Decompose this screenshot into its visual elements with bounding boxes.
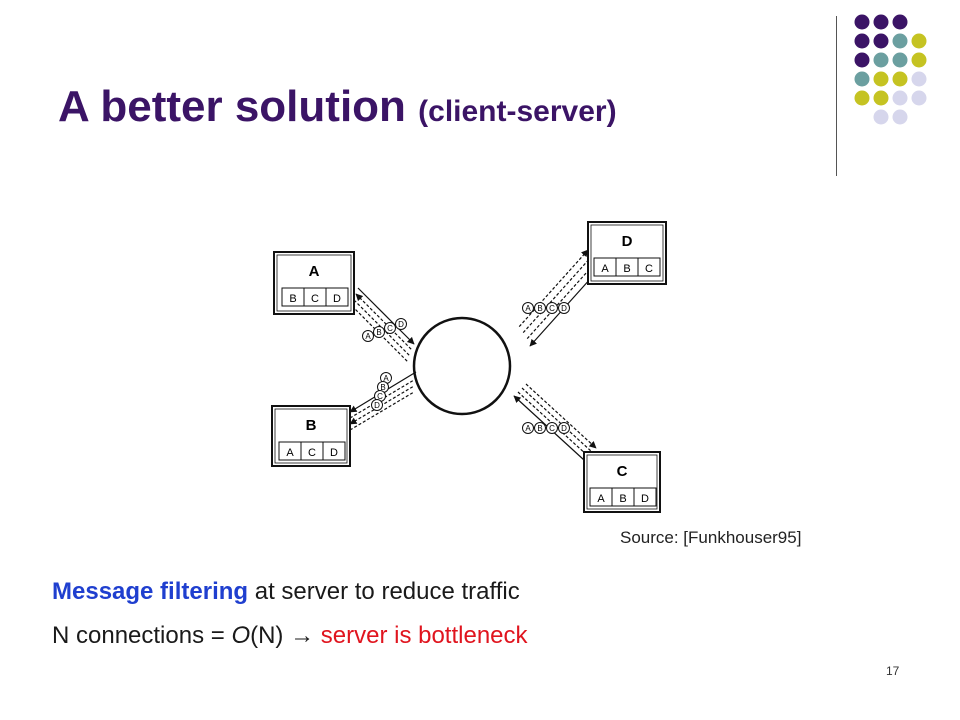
message-bubble-label: B: [537, 304, 542, 313]
connections-text: N connections =: [52, 622, 232, 649]
message-bubble: [522, 302, 534, 314]
message-bubble: [371, 399, 383, 411]
bottleneck-text: server is bottleneck: [314, 622, 528, 649]
message-filtering-rest: at server to reduce traffic: [248, 578, 520, 605]
message-bubble-label: D: [398, 320, 404, 329]
client-b-cell-1: A: [286, 447, 294, 459]
decorative-dot: [873, 90, 889, 106]
client-box-b: B A C D: [271, 405, 351, 467]
decorative-dot: [854, 52, 870, 68]
client-d-cell-1: A: [601, 263, 609, 275]
decorative-dot: [911, 71, 927, 87]
bullet-connections: N connections = O(N) → server is bottlen…: [52, 622, 528, 650]
big-o-symbol: O: [231, 622, 251, 649]
client-label-b: B: [306, 417, 317, 434]
message-bubble: [373, 326, 385, 338]
client-c-cell-1: A: [597, 493, 605, 505]
message-bubble-label: D: [561, 424, 567, 433]
decorative-dot: [892, 109, 908, 125]
decorative-dot: [911, 90, 927, 106]
decorative-dot: [854, 14, 870, 30]
client-label-d: D: [622, 233, 633, 250]
client-box-d: D A B C: [587, 221, 667, 285]
message-bubble: [558, 422, 570, 434]
decorative-dot: [911, 52, 927, 68]
message-bubble-label: B: [537, 424, 542, 433]
connection-lines: [349, 249, 601, 461]
message-bubble: [558, 302, 570, 314]
decorative-dot: [873, 71, 889, 87]
message-bubble: [546, 302, 558, 314]
message-bubble-label: C: [377, 392, 383, 401]
message-bubble-label: A: [383, 374, 389, 383]
client-b-cell-2: C: [308, 447, 316, 459]
decorative-dot: [854, 90, 870, 106]
message-bubble: [534, 422, 546, 434]
slide-title: A better solution (client-server): [58, 82, 617, 132]
client-label-c: C: [617, 463, 628, 480]
client-a-cell-1: B: [289, 293, 296, 305]
message-bubble-label: A: [525, 424, 531, 433]
client-d-cell-2: B: [623, 263, 630, 275]
message-bubble-label: A: [365, 332, 371, 341]
message-bubble-label: C: [387, 324, 393, 333]
bullet-message-filtering: Message filtering at server to reduce tr…: [52, 578, 520, 606]
message-bubble: [534, 302, 546, 314]
message-bubble: [384, 322, 396, 334]
client-c-cell-2: B: [619, 493, 626, 505]
client-b-cell-3: D: [330, 447, 338, 459]
decorative-dot: [911, 33, 927, 49]
message-bubble-label: D: [561, 304, 567, 313]
client-box-a: A B C D: [273, 251, 355, 315]
decorative-dot: [873, 52, 889, 68]
decorative-dot: [892, 14, 908, 30]
decorative-dot-grid: [854, 14, 927, 125]
client-label-a: A: [309, 263, 320, 280]
decorative-dot: [892, 33, 908, 49]
decorative-dot: [854, 33, 870, 49]
decorative-dot: [873, 14, 889, 30]
message-bubble-label: C: [549, 304, 555, 313]
connections-complexity: (N): [250, 622, 291, 649]
decorative-dot: [892, 90, 908, 106]
message-bubble-label: C: [549, 424, 555, 433]
decorative-vertical-line: [836, 16, 837, 176]
client-d-cell-3: C: [645, 263, 653, 275]
source-citation: Source: [Funkhouser95]: [620, 528, 802, 547]
decorative-dot: [873, 109, 889, 125]
slide-title-main: A better solution: [58, 82, 419, 131]
client-box-c: C A B D: [583, 451, 661, 513]
right-arrow-icon: →: [290, 622, 315, 649]
client-a-cell-3: D: [333, 293, 341, 305]
client-a-cell-2: C: [311, 293, 319, 305]
decorative-dot: [892, 52, 908, 68]
message-bubble: [522, 422, 534, 434]
message-bubble: [395, 318, 407, 330]
message-bubble: [546, 422, 558, 434]
message-bubble-label: B: [380, 383, 385, 392]
message-bubble-label: D: [374, 401, 380, 410]
decorative-dot: [854, 71, 870, 87]
server-circle: [412, 316, 512, 416]
message-bubble-label: B: [376, 328, 381, 337]
message-filtering-highlight: Message filtering: [52, 578, 249, 605]
client-c-cell-3: D: [641, 493, 649, 505]
message-bubble-label: A: [525, 304, 531, 313]
slide-number: 17: [886, 664, 900, 678]
decorative-dot: [892, 71, 908, 87]
decorative-dot: [873, 33, 889, 49]
message-bubble: [362, 330, 374, 342]
slide-title-sub: (client-server): [418, 95, 617, 128]
